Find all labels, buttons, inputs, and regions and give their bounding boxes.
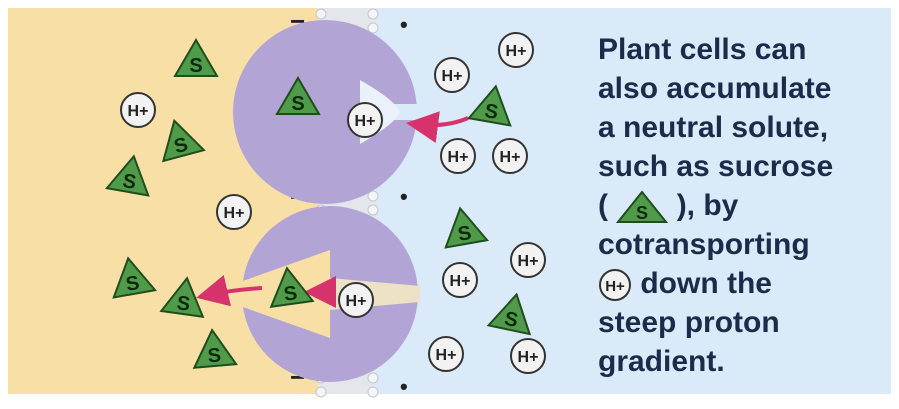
lipid-head [367, 386, 379, 398]
lipid-head [367, 204, 379, 216]
solute-sucrose-icon: S [112, 256, 158, 299]
solute-sucrose-icon: S [275, 76, 321, 115]
solute-sucrose-icon: S [104, 154, 150, 197]
solute-label: S [291, 93, 304, 115]
solute-sucrose-icon: S [161, 118, 206, 163]
caption-line-9: gradient. [598, 345, 725, 378]
caption-text: Plant cells can also accumulate a neutra… [598, 30, 888, 381]
proton-label: H+ [518, 349, 539, 366]
caption-line-4: such as sucrose [598, 150, 834, 183]
solute-sucrose-icon: S [269, 266, 315, 309]
proton-label: H+ [224, 205, 245, 222]
solute-sucrose-icon: S [466, 84, 512, 127]
inline-solute-icon: S [616, 190, 669, 224]
proton-icon: H+ [510, 242, 546, 278]
inline-proton-label: H+ [605, 278, 625, 295]
lipid-head [367, 372, 379, 384]
proton-label: H+ [500, 149, 521, 166]
plus-dot-top: • [400, 12, 408, 37]
solute-label: S [172, 134, 191, 159]
solute-label: S [502, 308, 520, 332]
arrow-outward [196, 275, 263, 307]
plus-dot-bottom: • [400, 374, 408, 399]
transport-arrows [196, 111, 469, 308]
solute-label: S [189, 55, 202, 77]
caption-line-7: H+ down the [598, 264, 888, 303]
proton-label: H+ [355, 113, 376, 130]
inline-solute-label: S [636, 203, 648, 223]
solute-label: S [483, 100, 500, 124]
lipid-head [367, 190, 379, 202]
solute-label: S [121, 170, 138, 194]
proton-icon: H+ [498, 32, 534, 68]
proton-icon: H+ [440, 138, 476, 174]
caption-line-2: also accumulate [598, 72, 832, 105]
solute-sucrose-icon: S [159, 276, 205, 319]
lipid-head [367, 8, 379, 20]
solute-sucrose-icon: S [444, 206, 490, 249]
proton-label: H+ [346, 293, 367, 310]
proton-label: H+ [128, 103, 149, 120]
particles-layer: S S S S S S H+ H+ S H+ S H+ H+ H+ S H+ H+ S H+ H+ S H+ H+ [104, 32, 546, 374]
caption-line-5: ( S ), by [598, 186, 888, 225]
inline-proton-icon: H+ [599, 269, 631, 302]
caption-line-3: a neutral solute, [598, 111, 829, 144]
solute-sucrose-icon: S [192, 328, 238, 369]
proton-icon: H+ [492, 138, 528, 174]
proton-icon: H+ [510, 338, 546, 374]
proton-icon: H+ [428, 336, 464, 372]
caption-line-8: steep proton [598, 306, 780, 339]
proton-label: H+ [506, 43, 527, 60]
lipid-head [315, 8, 327, 20]
proton-icon: H+ [347, 102, 383, 138]
solute-sucrose-icon: S [486, 292, 532, 336]
proton-icon: H+ [338, 282, 374, 318]
solute-sucrose-icon: S [173, 38, 219, 77]
caption-line-7-text: down the [640, 267, 772, 300]
proton-icon: H+ [216, 194, 252, 230]
solute-label: S [456, 222, 473, 246]
caption-line-5-text: ), by [676, 189, 739, 222]
caption-open-paren: ( [598, 189, 608, 222]
solute-label: S [207, 344, 222, 367]
lipid-head [315, 386, 327, 398]
proton-label: H+ [518, 253, 539, 270]
caption-line-1: Plant cells can [598, 33, 807, 66]
arrow-inward [406, 111, 469, 143]
proton-icon: H+ [120, 92, 156, 128]
plus-dot-middle: • [400, 184, 408, 209]
proton-icon: H+ [434, 57, 470, 93]
solute-label: S [175, 292, 191, 316]
lipid-head [367, 22, 379, 34]
solute-label: S [282, 282, 298, 306]
proton-label: H+ [436, 347, 457, 364]
proton-label: H+ [442, 68, 463, 85]
solute-label: S [124, 272, 141, 296]
caption-line-6: cotransporting [598, 228, 810, 261]
proton-label: H+ [448, 149, 469, 166]
proton-icon: H+ [442, 262, 478, 298]
proton-label: H+ [450, 273, 471, 290]
